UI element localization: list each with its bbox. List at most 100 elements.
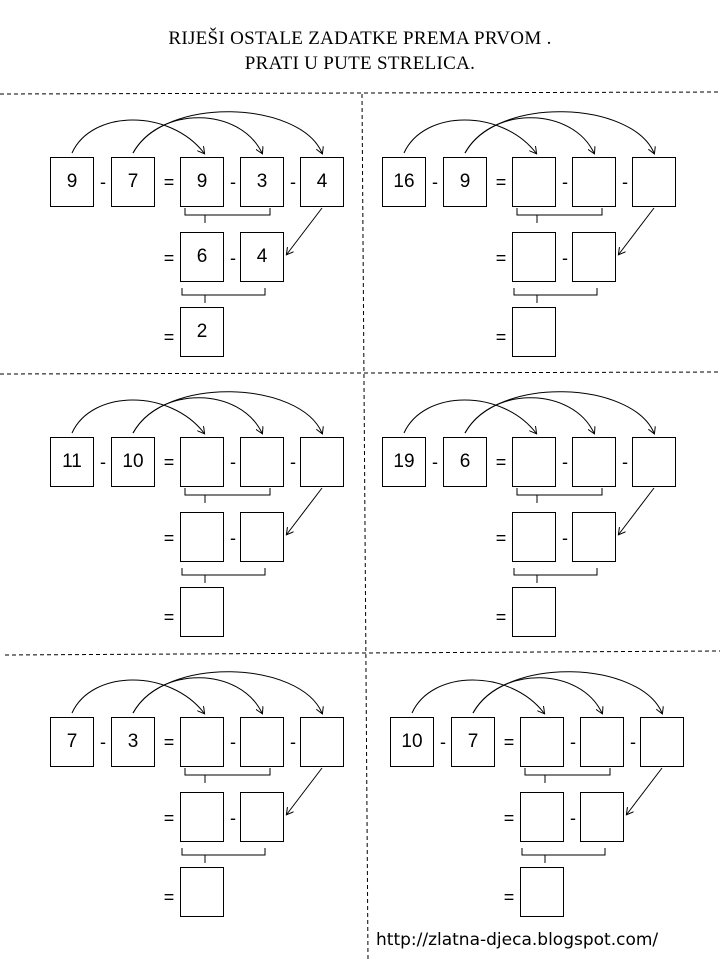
minuend-box[interactable]: 10 [390, 717, 434, 767]
step1-box-3[interactable] [300, 437, 344, 487]
step1-box-3[interactable] [632, 437, 676, 487]
subtrahend-box[interactable]: 6 [443, 437, 487, 487]
result-box[interactable] [180, 587, 224, 637]
step2-box-1[interactable]: 6 [180, 232, 224, 282]
result-box[interactable]: 2 [180, 307, 224, 357]
equals-sign: = [503, 887, 515, 907]
result-box[interactable] [520, 867, 564, 917]
step2-box-2[interactable]: 4 [240, 232, 284, 282]
step1-box-3[interactable] [632, 157, 676, 207]
equals-sign: = [163, 528, 175, 548]
subtrahend-box[interactable]: 7 [451, 717, 495, 767]
equals-sign: = [495, 172, 507, 192]
minus-sign: - [432, 452, 438, 472]
minus-sign: - [100, 452, 106, 472]
step1-box-2[interactable] [580, 717, 624, 767]
step2-box-2[interactable] [572, 232, 616, 282]
subtrahend-box[interactable]: 10 [111, 437, 155, 487]
minus-sign: - [562, 172, 568, 192]
subtrahend-box[interactable]: 3 [111, 717, 155, 767]
blog-url[interactable]: http://zlatna-djeca.blogspot.com/ [376, 930, 659, 950]
step1-box-2[interactable] [240, 437, 284, 487]
step2-box-1[interactable] [180, 512, 224, 562]
result-box[interactable] [180, 867, 224, 917]
step1-box-1[interactable] [512, 157, 556, 207]
step1-box-2[interactable] [572, 437, 616, 487]
minuend-box[interactable]: 7 [50, 717, 94, 767]
step1-box-3[interactable] [300, 717, 344, 767]
minus-sign: - [230, 248, 236, 268]
minus-sign: - [622, 172, 628, 192]
minus-sign: - [570, 808, 576, 828]
minuend-box[interactable]: 19 [382, 437, 426, 487]
step2-box-2[interactable] [572, 512, 616, 562]
step1-box-1[interactable]: 9 [180, 157, 224, 207]
equals-sign: = [163, 887, 175, 907]
step1-box-3[interactable] [640, 717, 684, 767]
arrows-and-brackets [71, 111, 360, 303]
step2-box-1[interactable] [512, 512, 556, 562]
equals-sign: = [503, 732, 515, 752]
minus-sign: - [562, 452, 568, 472]
minus-sign: - [630, 732, 636, 752]
exercise-4: 19-6=--=-= [332, 375, 720, 655]
step2-box-1[interactable] [520, 792, 564, 842]
minus-sign: - [230, 808, 236, 828]
result-box[interactable] [512, 307, 556, 357]
minus-sign: - [230, 528, 236, 548]
minus-sign: - [290, 452, 296, 472]
equals-sign: = [495, 327, 507, 347]
exercise-3: 11-10=--=-= [0, 375, 720, 655]
minus-sign: - [100, 172, 106, 192]
subtrahend-box[interactable]: 7 [111, 157, 155, 207]
exercise-2: 16-9=--=-= [332, 95, 720, 375]
step2-box-1[interactable] [512, 232, 556, 282]
worksheet-title-line1: RIJEŠI OSTALE ZADATKE PREMA PRVOM . [168, 28, 552, 49]
worksheet-title-line2: PRATI U PUTE STRELICA. [244, 53, 476, 74]
minus-sign: - [100, 732, 106, 752]
equals-sign: = [495, 248, 507, 268]
minus-sign: - [562, 528, 568, 548]
minus-sign: - [622, 452, 628, 472]
minuend-box[interactable]: 11 [50, 437, 94, 487]
minus-sign: - [230, 172, 236, 192]
arrows-and-brackets [71, 391, 360, 583]
step1-box-2[interactable]: 3 [240, 157, 284, 207]
arrows-and-brackets [71, 671, 360, 863]
equals-sign: = [495, 452, 507, 472]
exercise-1: 9-7=9-3-4=6-4=2 [0, 95, 720, 375]
exercise-6: 10-7=--=-= [340, 655, 720, 935]
step2-box-2[interactable] [240, 792, 284, 842]
equals-sign: = [163, 607, 175, 627]
subtrahend-box[interactable]: 9 [443, 157, 487, 207]
equals-sign: = [503, 808, 515, 828]
exercise-5: 7-3=--=-= [0, 655, 720, 935]
minuend-box[interactable]: 9 [50, 157, 94, 207]
result-box[interactable] [512, 587, 556, 637]
arrows-and-brackets [411, 671, 700, 863]
minuend-box[interactable]: 16 [382, 157, 426, 207]
minus-sign: - [290, 172, 296, 192]
step2-box-2[interactable] [580, 792, 624, 842]
equals-sign: = [495, 607, 507, 627]
step1-box-3[interactable]: 4 [300, 157, 344, 207]
equals-sign: = [163, 172, 175, 192]
equals-sign: = [163, 248, 175, 268]
step1-box-1[interactable] [180, 717, 224, 767]
step2-box-1[interactable] [180, 792, 224, 842]
step2-box-2[interactable] [240, 512, 284, 562]
minus-sign: - [290, 732, 296, 752]
equals-sign: = [163, 732, 175, 752]
step1-box-1[interactable] [520, 717, 564, 767]
minus-sign: - [440, 732, 446, 752]
arrows-and-brackets [403, 111, 692, 303]
step1-box-1[interactable] [180, 437, 224, 487]
minus-sign: - [570, 732, 576, 752]
step1-box-1[interactable] [512, 437, 556, 487]
step1-box-2[interactable] [240, 717, 284, 767]
minus-sign: - [562, 248, 568, 268]
minus-sign: - [230, 452, 236, 472]
arrows-and-brackets [403, 391, 692, 583]
step1-box-2[interactable] [572, 157, 616, 207]
